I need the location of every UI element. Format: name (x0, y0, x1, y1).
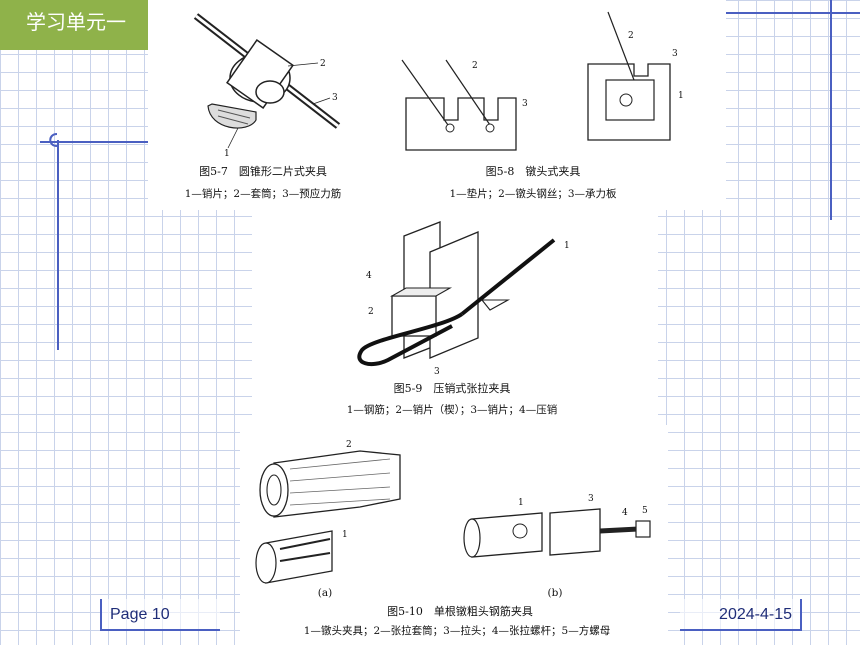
figure-5-10-label-2: 2 (346, 440, 352, 450)
figure-5-8-legend: 1—垫片；2—镦头钢丝；3—承力板 (449, 188, 617, 200)
figure-5-7-label-3: 3 (332, 93, 338, 103)
frame-curl-icon (49, 133, 58, 147)
figure-5-10-label-1-b: 1 (518, 498, 524, 508)
figure-5-10-label-4: 4 (622, 508, 628, 518)
figure-5-10-label-1-a: 1 (342, 530, 348, 540)
figure-5-8-label-2-right: 2 (628, 31, 634, 41)
figure-5-8-label-3-left: 3 (522, 99, 528, 109)
frame-line-left (57, 140, 59, 350)
figure-panel-middle: 1 2 3 4 图5-9 压销式张拉夹具 1—钢筋；2—销片（楔）；3—销片；4… (252, 210, 658, 425)
figure-5-8-label-3-right: 3 (672, 49, 678, 59)
figure-5-9-title: 图5-9 压销式张拉夹具 (393, 382, 511, 395)
figure-panel-bottom: 2 1 1 3 4 5 (a) (b) 图5-10 单根镦粗头钢筋夹具 1—镦头… (240, 425, 668, 645)
figure-5-9-label-1: 1 (564, 241, 570, 251)
figure-5-8-title: 图5-8 镦头式夹具 (485, 165, 581, 178)
figure-5-10-sub-b: (b) (547, 587, 563, 599)
figure-5-8-label-1: 1 (678, 91, 684, 101)
figure-5-10-sub-a: (a) (317, 587, 333, 599)
frame-line-right (830, 0, 832, 220)
figure-5-9-drawing: 1 2 3 4 (357, 221, 570, 377)
page-number: Page 10 (100, 599, 220, 631)
frame-line-top-left (40, 141, 170, 143)
unit-title-badge: 学习单元一 (0, 0, 148, 50)
figure-5-10-legend: 1—镦头夹具；2—张拉套筒；3—拉头；4—张拉螺杆；5—方螺母 (303, 625, 611, 637)
frame-line-top-right (726, 12, 860, 14)
figure-5-8-label-2-left: 2 (472, 61, 478, 71)
figure-5-10-drawing: 2 1 1 3 4 5 (255, 440, 651, 584)
figure-5-8-drawing: 2 3 2 3 1 (401, 11, 684, 151)
figure-5-7-title: 图5-7 圆锥形二片式夹具 (199, 165, 327, 178)
figure-5-7-label-1: 1 (224, 149, 230, 158)
figure-5-9-label-4: 4 (366, 271, 372, 281)
slide-date: 2024-4-15 (680, 599, 802, 631)
figure-panel-top: 1 2 3 图5-7 圆锥形二片式夹具 1—销片；2—套筒；3—预应力筋 2 3… (148, 0, 726, 210)
figure-5-10-title: 图5-10 单根镦粗头钢筋夹具 (387, 605, 533, 618)
figure-5-9-legend: 1—钢筋；2—销片（楔）；3—销片；4—压销 (346, 404, 558, 416)
figure-5-9-label-2: 2 (368, 307, 374, 317)
figure-5-10-label-3: 3 (588, 494, 594, 504)
figure-5-7-label-2: 2 (320, 59, 326, 69)
figure-5-7-legend: 1—销片；2—套筒；3—预应力筋 (184, 188, 342, 200)
figure-5-7-drawing: 1 2 3 (193, 13, 341, 158)
figure-5-10-label-5: 5 (642, 506, 648, 516)
figure-5-9-label-3: 3 (434, 367, 440, 377)
